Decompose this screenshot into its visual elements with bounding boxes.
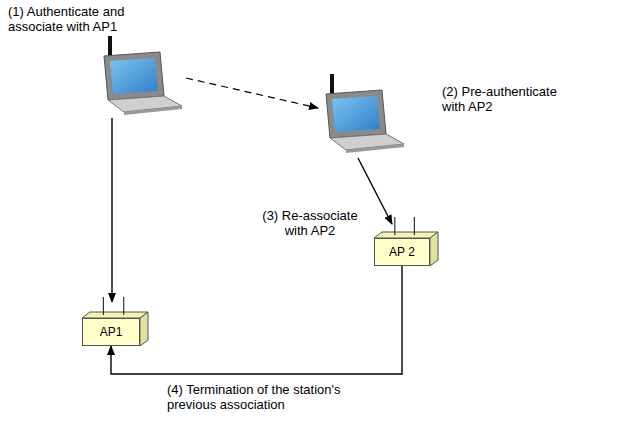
access-point-box: AP1 [82, 318, 140, 346]
box-side [140, 312, 148, 346]
step-label: (2) Pre-authenticate with AP2 [442, 84, 582, 114]
antenna [123, 297, 124, 315]
access-point-box: AP 2 [374, 238, 430, 266]
antenna [103, 297, 104, 315]
link-arrow [111, 118, 112, 302]
move-arrow [186, 78, 318, 108]
laptop-icon [104, 36, 182, 115]
step-label: (3) Re-associate with AP2 [250, 208, 370, 238]
antenna [394, 217, 395, 235]
node-label: AP 2 [389, 245, 415, 259]
step-label: (1) Authenticate and associate with AP1 [8, 4, 148, 34]
box-side [430, 232, 438, 266]
edge-label: (4) Termination of the station's previou… [167, 382, 367, 412]
antenna [414, 217, 415, 235]
link-arrow [358, 158, 392, 224]
node-label: AP1 [100, 325, 123, 339]
laptop-icon [326, 74, 404, 153]
connector-arrow [111, 266, 402, 374]
